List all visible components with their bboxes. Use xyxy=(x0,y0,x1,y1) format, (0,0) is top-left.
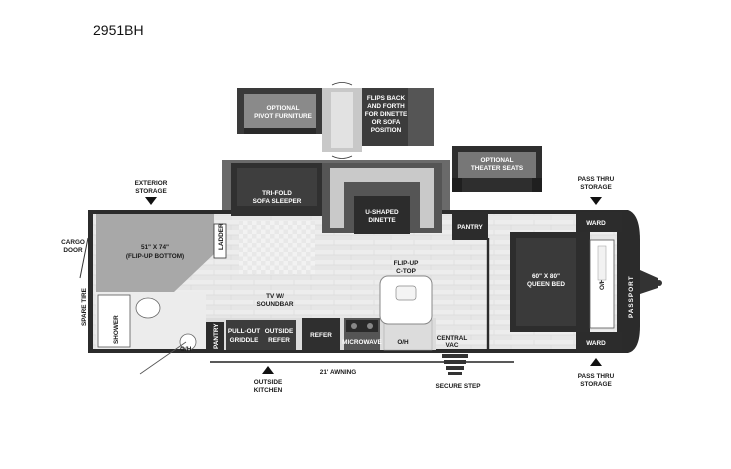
bunk-label-1: 51" X 74" xyxy=(141,244,169,251)
griddle-label-2: GRIDDLE xyxy=(230,337,259,344)
flips-label-2: AND FORTH xyxy=(367,103,405,110)
ward-bottom xyxy=(576,332,622,352)
bed-label-2: QUEEN BED xyxy=(527,281,565,288)
bed-label-1: 60" X 80" xyxy=(532,273,560,280)
secure-step xyxy=(442,354,468,375)
model-name: 2951BH xyxy=(93,22,144,38)
floor-hatch xyxy=(239,220,315,274)
queen-bed: 60" X 80"QUEEN BED O/H xyxy=(510,232,615,332)
dinette-label-2: DINETTE xyxy=(368,217,396,224)
awning-label: 21' AWNING xyxy=(320,369,356,376)
shower-label: SHOWER xyxy=(113,315,120,344)
outside-refer-label-1: OUTSIDE xyxy=(265,328,294,335)
theater-label-2: THEATER SEATS xyxy=(471,165,524,172)
svg-text:FLIP-UPC-TOP: FLIP-UPC-TOP xyxy=(394,260,420,275)
pass-thru-bottom-arrow xyxy=(590,358,602,366)
outside-kitchen-arrow xyxy=(262,366,274,374)
oh-kitchen-label: O/H xyxy=(397,339,409,346)
svg-text:51" X 74"(FLIP-UP BOTTOM): 51" X 74" (FLIP-UP BOTTOM) xyxy=(126,244,184,260)
sofa-label-2: SOFA SLEEPER xyxy=(253,198,302,205)
outside-refer-label-2: REFER xyxy=(268,337,290,344)
bunk-area: 51" X 74" (FLIP-UP BOTTOM) LADDER xyxy=(96,214,227,292)
exterior-storage-arrow xyxy=(145,197,157,205)
spare-tire-label: SPARE TIRE xyxy=(81,287,88,326)
pantry-top-label: PANTRY xyxy=(457,224,483,231)
pivot-label-2: PIVOT FURNITURE xyxy=(254,113,313,120)
pass-thru-top-arrow xyxy=(590,197,602,205)
pantry-bottom-label: PANTRY xyxy=(213,323,220,349)
kitchen: PANTRY PULL-OUT GRIDDLE OUTSIDE REFER REFE… xyxy=(206,318,436,351)
bathroom: SHOWER O/H xyxy=(96,292,206,375)
flips-label-1: FLIPS BACK xyxy=(367,95,406,102)
theater-label-1: OPTIONAL xyxy=(480,157,513,164)
ward-top xyxy=(576,212,622,232)
tv-label: TV W/SOUNDBAR xyxy=(257,293,294,308)
griddle-label-1: PULL-OUT xyxy=(228,328,260,335)
ward-bottom-label: WARD xyxy=(586,340,606,347)
ladder-label: LADDER xyxy=(218,223,225,250)
front-cap xyxy=(617,210,640,353)
refer-label: REFER xyxy=(310,332,332,339)
oh-bed-label: O/H xyxy=(599,278,606,290)
oh-bath-label: O/H xyxy=(180,346,192,353)
pivot-label-1: OPTIONAL xyxy=(266,105,299,112)
microwave-label: MICROWAVE xyxy=(342,339,382,346)
cargo-door xyxy=(79,237,89,279)
bunk-label-2: (FLIP-UP BOTTOM) xyxy=(126,253,184,260)
flips-label-3: FOR DINETTE xyxy=(365,111,408,118)
flip-up-label-2: C-TOP xyxy=(396,268,417,275)
flips-label-5: POSITION xyxy=(371,127,402,134)
hitch xyxy=(640,270,658,294)
brand-logo: PASSPORT xyxy=(628,275,635,318)
secure-step-label: SECURE STEP xyxy=(435,383,481,390)
flips-label-4: OR SOFA xyxy=(372,119,401,126)
flip-up-label-1: FLIP-UP xyxy=(394,260,420,267)
dinette-label-1: U-SHAPED xyxy=(365,209,399,216)
ward-top-label: WARD xyxy=(586,220,606,227)
pantry-top: PANTRY xyxy=(452,212,488,240)
svg-text:60" X 80"QUEEN BED: 60" X 80"QUEEN BED xyxy=(527,273,565,288)
sofa-label-1: TRI-FOLD xyxy=(262,190,292,197)
